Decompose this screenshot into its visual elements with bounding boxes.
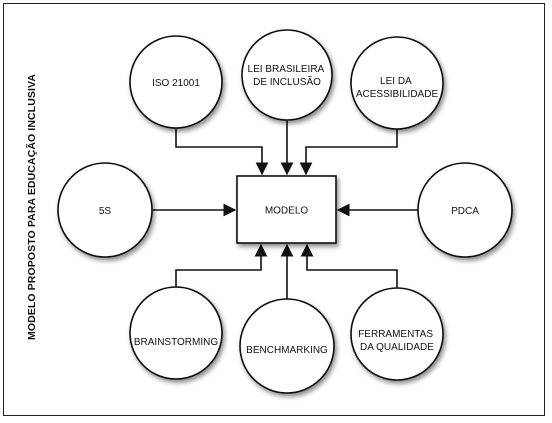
modelo-box	[236, 175, 337, 244]
node-acessibilidade	[350, 36, 444, 130]
node-lbi	[241, 29, 333, 121]
node-iso	[129, 35, 223, 129]
node-brainstorming	[129, 286, 223, 380]
benchmarking-label: BENCHMARKING	[246, 345, 328, 356]
arrow-brainstorming-to-modelo	[175, 243, 268, 287]
lbi-label: LEI BRASILEIRA DE INCLUSÃO	[248, 64, 327, 88]
connectors	[152, 120, 418, 300]
modelo-label: MODELO	[265, 206, 309, 217]
iso-label: ISO 21001	[152, 78, 200, 89]
circles	[57, 29, 513, 394]
node-5s	[57, 162, 153, 258]
node-ferramentas	[350, 287, 444, 381]
ferramentas-label: FERRAMENTAS DA QUALIDADE	[358, 329, 436, 353]
arrow-ferramentas-to-modelo	[300, 243, 398, 288]
node-pdca	[417, 162, 513, 258]
pdca-label: PDCA	[451, 206, 479, 217]
arrow-iso-to-modelo	[175, 128, 269, 176]
arrow-acessibilidade-to-modelo	[299, 129, 398, 176]
brainstorming-label: BRAINSTORMING	[134, 337, 218, 348]
acessibilidade-label: LEI DA ACESSIBILIDADE	[356, 76, 439, 100]
5s-label: 5S	[99, 206, 112, 217]
node-benchmarking	[239, 298, 335, 394]
